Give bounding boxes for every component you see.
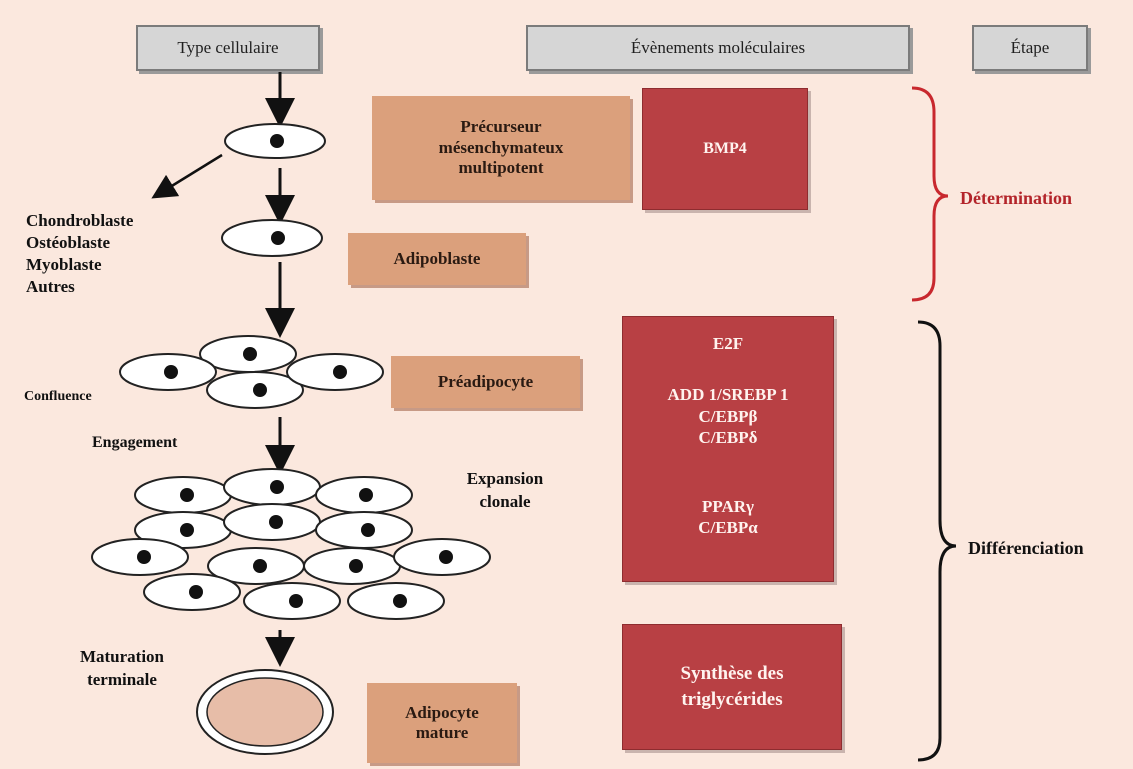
lineage-chondroblast: Chondroblaste bbox=[26, 211, 134, 230]
mature-adipocyte-box: Adipocyte mature bbox=[367, 683, 517, 763]
lineage-arrow bbox=[151, 153, 223, 199]
clonal-expansion-cluster bbox=[91, 468, 491, 620]
differentiation-label: Différenciation bbox=[968, 538, 1084, 558]
header-stage: Étape bbox=[972, 25, 1088, 71]
header-cell-type: Type cellulaire bbox=[136, 25, 320, 71]
header-molecular-events: Évènements moléculaires bbox=[526, 25, 910, 71]
bmp4-label: BMP4 bbox=[703, 140, 747, 157]
lineage-others: Autres bbox=[26, 277, 75, 297]
confluence-label: Confluence bbox=[24, 389, 92, 404]
triglyceride-box: Synthèse des triglycérides bbox=[622, 624, 842, 750]
preadipocyte-cluster bbox=[119, 335, 384, 409]
mature-adipocyte-cell bbox=[196, 669, 334, 755]
lineage-osteoblast: Ostéoblaste bbox=[26, 233, 111, 253]
factor-cebp-alpha: C/EBPα bbox=[698, 518, 758, 538]
preadipocyte-box: Préadipocyte bbox=[391, 356, 580, 408]
bmp4-box: BMP4 bbox=[642, 88, 808, 210]
factor-add1-srebp1: ADD 1/SREBP 1 bbox=[667, 385, 789, 405]
adipoblast-cell bbox=[221, 219, 323, 257]
terminal-maturation-label: Maturation terminale bbox=[79, 647, 165, 689]
factor-cebp-beta: C/EBPβ bbox=[698, 406, 758, 426]
lineage-myoblast: Myoblaste bbox=[26, 255, 102, 275]
clonal-expansion-label: Expansion clonale bbox=[466, 469, 544, 511]
factor-ppar-gamma: PPARγ bbox=[701, 497, 754, 516]
precursor-box: Précurseur mésenchymateux multipotent bbox=[372, 96, 630, 200]
differentiation-bracket bbox=[917, 320, 957, 762]
triglyceride-label: Synthèse des triglycérides bbox=[680, 663, 784, 710]
transcription-factors-box: E2F ADD 1/SREBP 1 C/EBPβ C/EBPδ PPARγ C/… bbox=[622, 316, 834, 582]
determination-label: Détermination bbox=[960, 188, 1072, 208]
determination-bracket bbox=[911, 86, 949, 302]
engagement-label: Engagement bbox=[92, 434, 178, 451]
factor-cebp-delta: C/EBPδ bbox=[698, 427, 758, 447]
factor-e2f: E2F bbox=[712, 334, 744, 353]
alternative-lineages: Chondroblaste Ostéoblaste Myoblaste Autr… bbox=[26, 210, 133, 298]
progenitor-cell bbox=[224, 123, 326, 159]
adipoblast-box: Adipoblaste bbox=[348, 233, 526, 285]
